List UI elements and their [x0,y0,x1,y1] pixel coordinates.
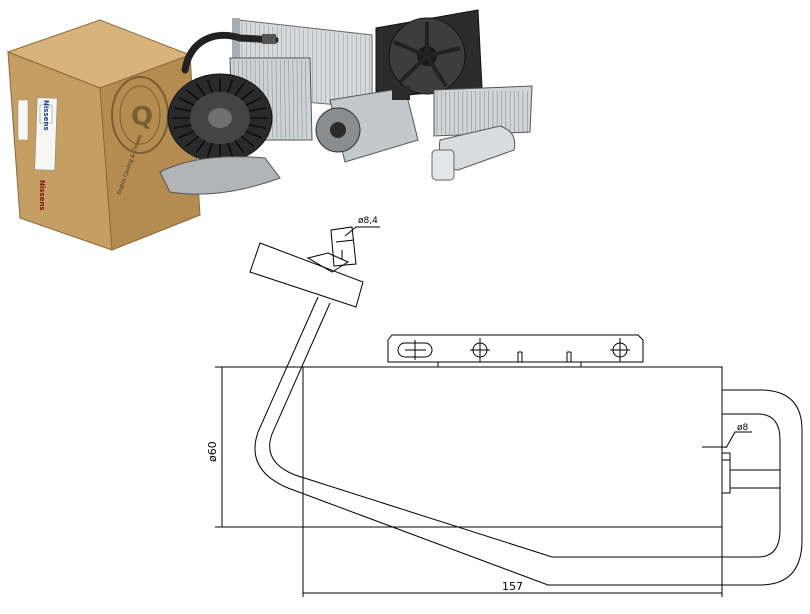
box-brand-front: Nissens [42,100,50,131]
drier-body-outline [302,366,723,528]
pipe-part [181,31,279,74]
drier-part [431,125,516,181]
blower-part [159,73,281,195]
dimension-height [215,366,303,528]
svg-text:Q: Q [131,102,153,132]
pipe-diameter-label: ø8,4 [358,216,378,226]
pipe-fitting [249,226,364,308]
length-label: 157 [502,580,523,593]
outlet-diameter-leader [725,431,752,449]
product-box: Nissens Nissens Engine Cooling & Climate… [6,19,201,251]
fan-part [375,9,483,99]
bent-pipe [254,296,803,586]
dimension-length [302,527,723,597]
radiator-part [433,85,533,137]
mounting-bracket [387,334,644,367]
box-brand-side: Nissens [38,180,46,211]
parts-montage [159,9,533,195]
pipe-diameter-leader [344,226,380,237]
compressor-part [315,86,419,163]
outlet-diameter-label: ø8 [737,423,749,433]
body-diameter-label: ø60 [206,441,219,462]
technical-drawing [215,226,803,597]
outlet-stub [721,452,781,494]
